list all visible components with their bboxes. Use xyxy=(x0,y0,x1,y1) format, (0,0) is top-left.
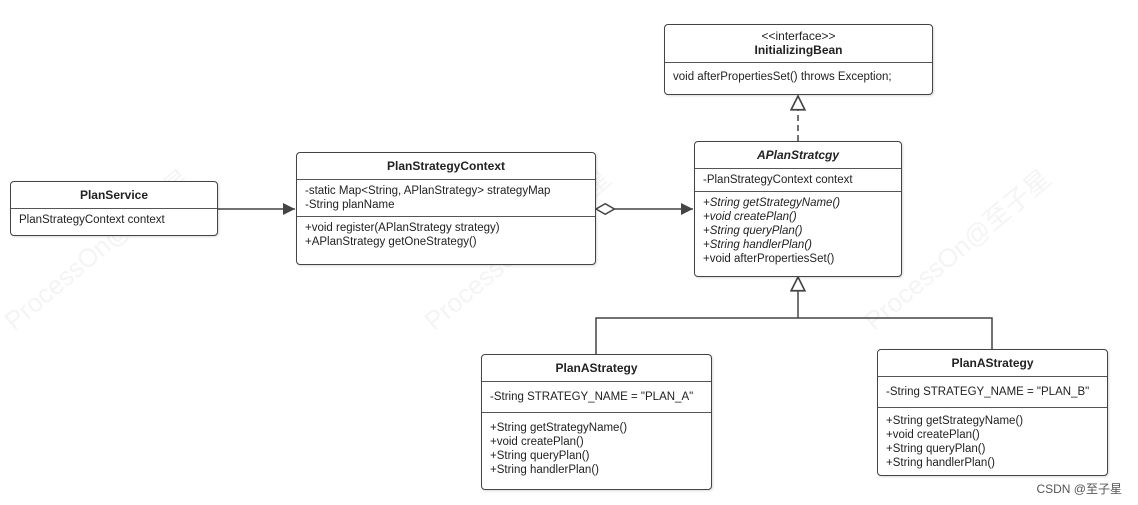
attribute: -String planName xyxy=(305,199,395,211)
attribute: -PlanStrategyContext context xyxy=(703,174,853,186)
methods-section: +String getStrategyName() +void createPl… xyxy=(482,413,711,481)
attributes-section: -String STRATEGY_NAME = "PLAN_B" xyxy=(878,377,1107,408)
method: +void register(APlanStrategy strategy) xyxy=(305,222,500,234)
interface-initializing-bean[interactable]: <<interface>> InitializingBean void afte… xyxy=(664,24,933,95)
attributes-section: -static Map<String, APlanStrategy> strat… xyxy=(297,180,595,217)
method: +String handlerPlan() xyxy=(490,464,599,476)
class-aplan-strategy[interactable]: APlanStratcgy -PlanStrategyContext conte… xyxy=(694,141,902,277)
method: +String queryPlan() xyxy=(886,443,986,455)
method: +void afterPropertiesSet() xyxy=(703,253,835,265)
method: +String getStrategyName() xyxy=(490,422,628,434)
method: +String queryPlan() xyxy=(490,450,590,462)
class-plan-service[interactable]: PlanService PlanStrategyContext context xyxy=(10,181,218,236)
stereotype: <<interface>> xyxy=(761,29,836,43)
abstract-method: +String getStrategyName() xyxy=(703,197,841,209)
attribute: -String STRATEGY_NAME = "PLAN_B" xyxy=(886,386,1090,398)
methods-section: +String getStrategyName() +void createPl… xyxy=(695,192,901,270)
generalization-plan-b xyxy=(798,317,993,349)
class-plan-a-strategy[interactable]: PlanAStrategy -String STRATEGY_NAME = "P… xyxy=(481,354,712,490)
methods-section: void afterPropertiesSet() throws Excepti… xyxy=(665,63,932,88)
class-name: APlanStratcgy xyxy=(695,142,901,169)
method: void afterPropertiesSet() throws Excepti… xyxy=(673,71,892,83)
method: +String getStrategyName() xyxy=(886,415,1024,427)
method: +void createPlan() xyxy=(886,429,980,441)
attribute: PlanStrategyContext context xyxy=(19,214,165,226)
abstract-method: +String queryPlan() xyxy=(703,225,803,237)
class-name: <<interface>> InitializingBean xyxy=(665,25,932,63)
generalization-plan-a xyxy=(595,317,798,354)
abstract-method: +void createPlan() xyxy=(703,211,797,223)
method: +void createPlan() xyxy=(490,436,584,448)
footer-credit: CSDN @至子星 xyxy=(1036,482,1122,496)
class-name: PlanStrategyContext xyxy=(297,153,595,180)
methods-section: +String getStrategyName() +void createPl… xyxy=(878,408,1107,474)
attributes-section: PlanStrategyContext context xyxy=(11,209,217,231)
class-plan-strategy-context[interactable]: PlanStrategyContext -static Map<String, … xyxy=(296,152,596,265)
interface-name: InitializingBean xyxy=(754,43,843,57)
attributes-section: -PlanStrategyContext context xyxy=(695,169,901,192)
method: +APlanStrategy getOneStrategy() xyxy=(305,236,477,248)
methods-section: +void register(APlanStrategy strategy) +… xyxy=(297,217,595,253)
abstract-method: +String handlerPlan() xyxy=(703,239,812,251)
class-plan-b-strategy[interactable]: PlanAStrategy -String STRATEGY_NAME = "P… xyxy=(877,349,1108,476)
class-name: PlanAStrategy xyxy=(878,350,1107,377)
attribute: -static Map<String, APlanStrategy> strat… xyxy=(305,185,551,197)
method: +String handlerPlan() xyxy=(886,457,995,469)
attributes-section: -String STRATEGY_NAME = "PLAN_A" xyxy=(482,382,711,413)
class-name: PlanAStrategy xyxy=(482,355,711,382)
attribute: -String STRATEGY_NAME = "PLAN_A" xyxy=(490,391,694,403)
class-name: PlanService xyxy=(11,182,217,209)
